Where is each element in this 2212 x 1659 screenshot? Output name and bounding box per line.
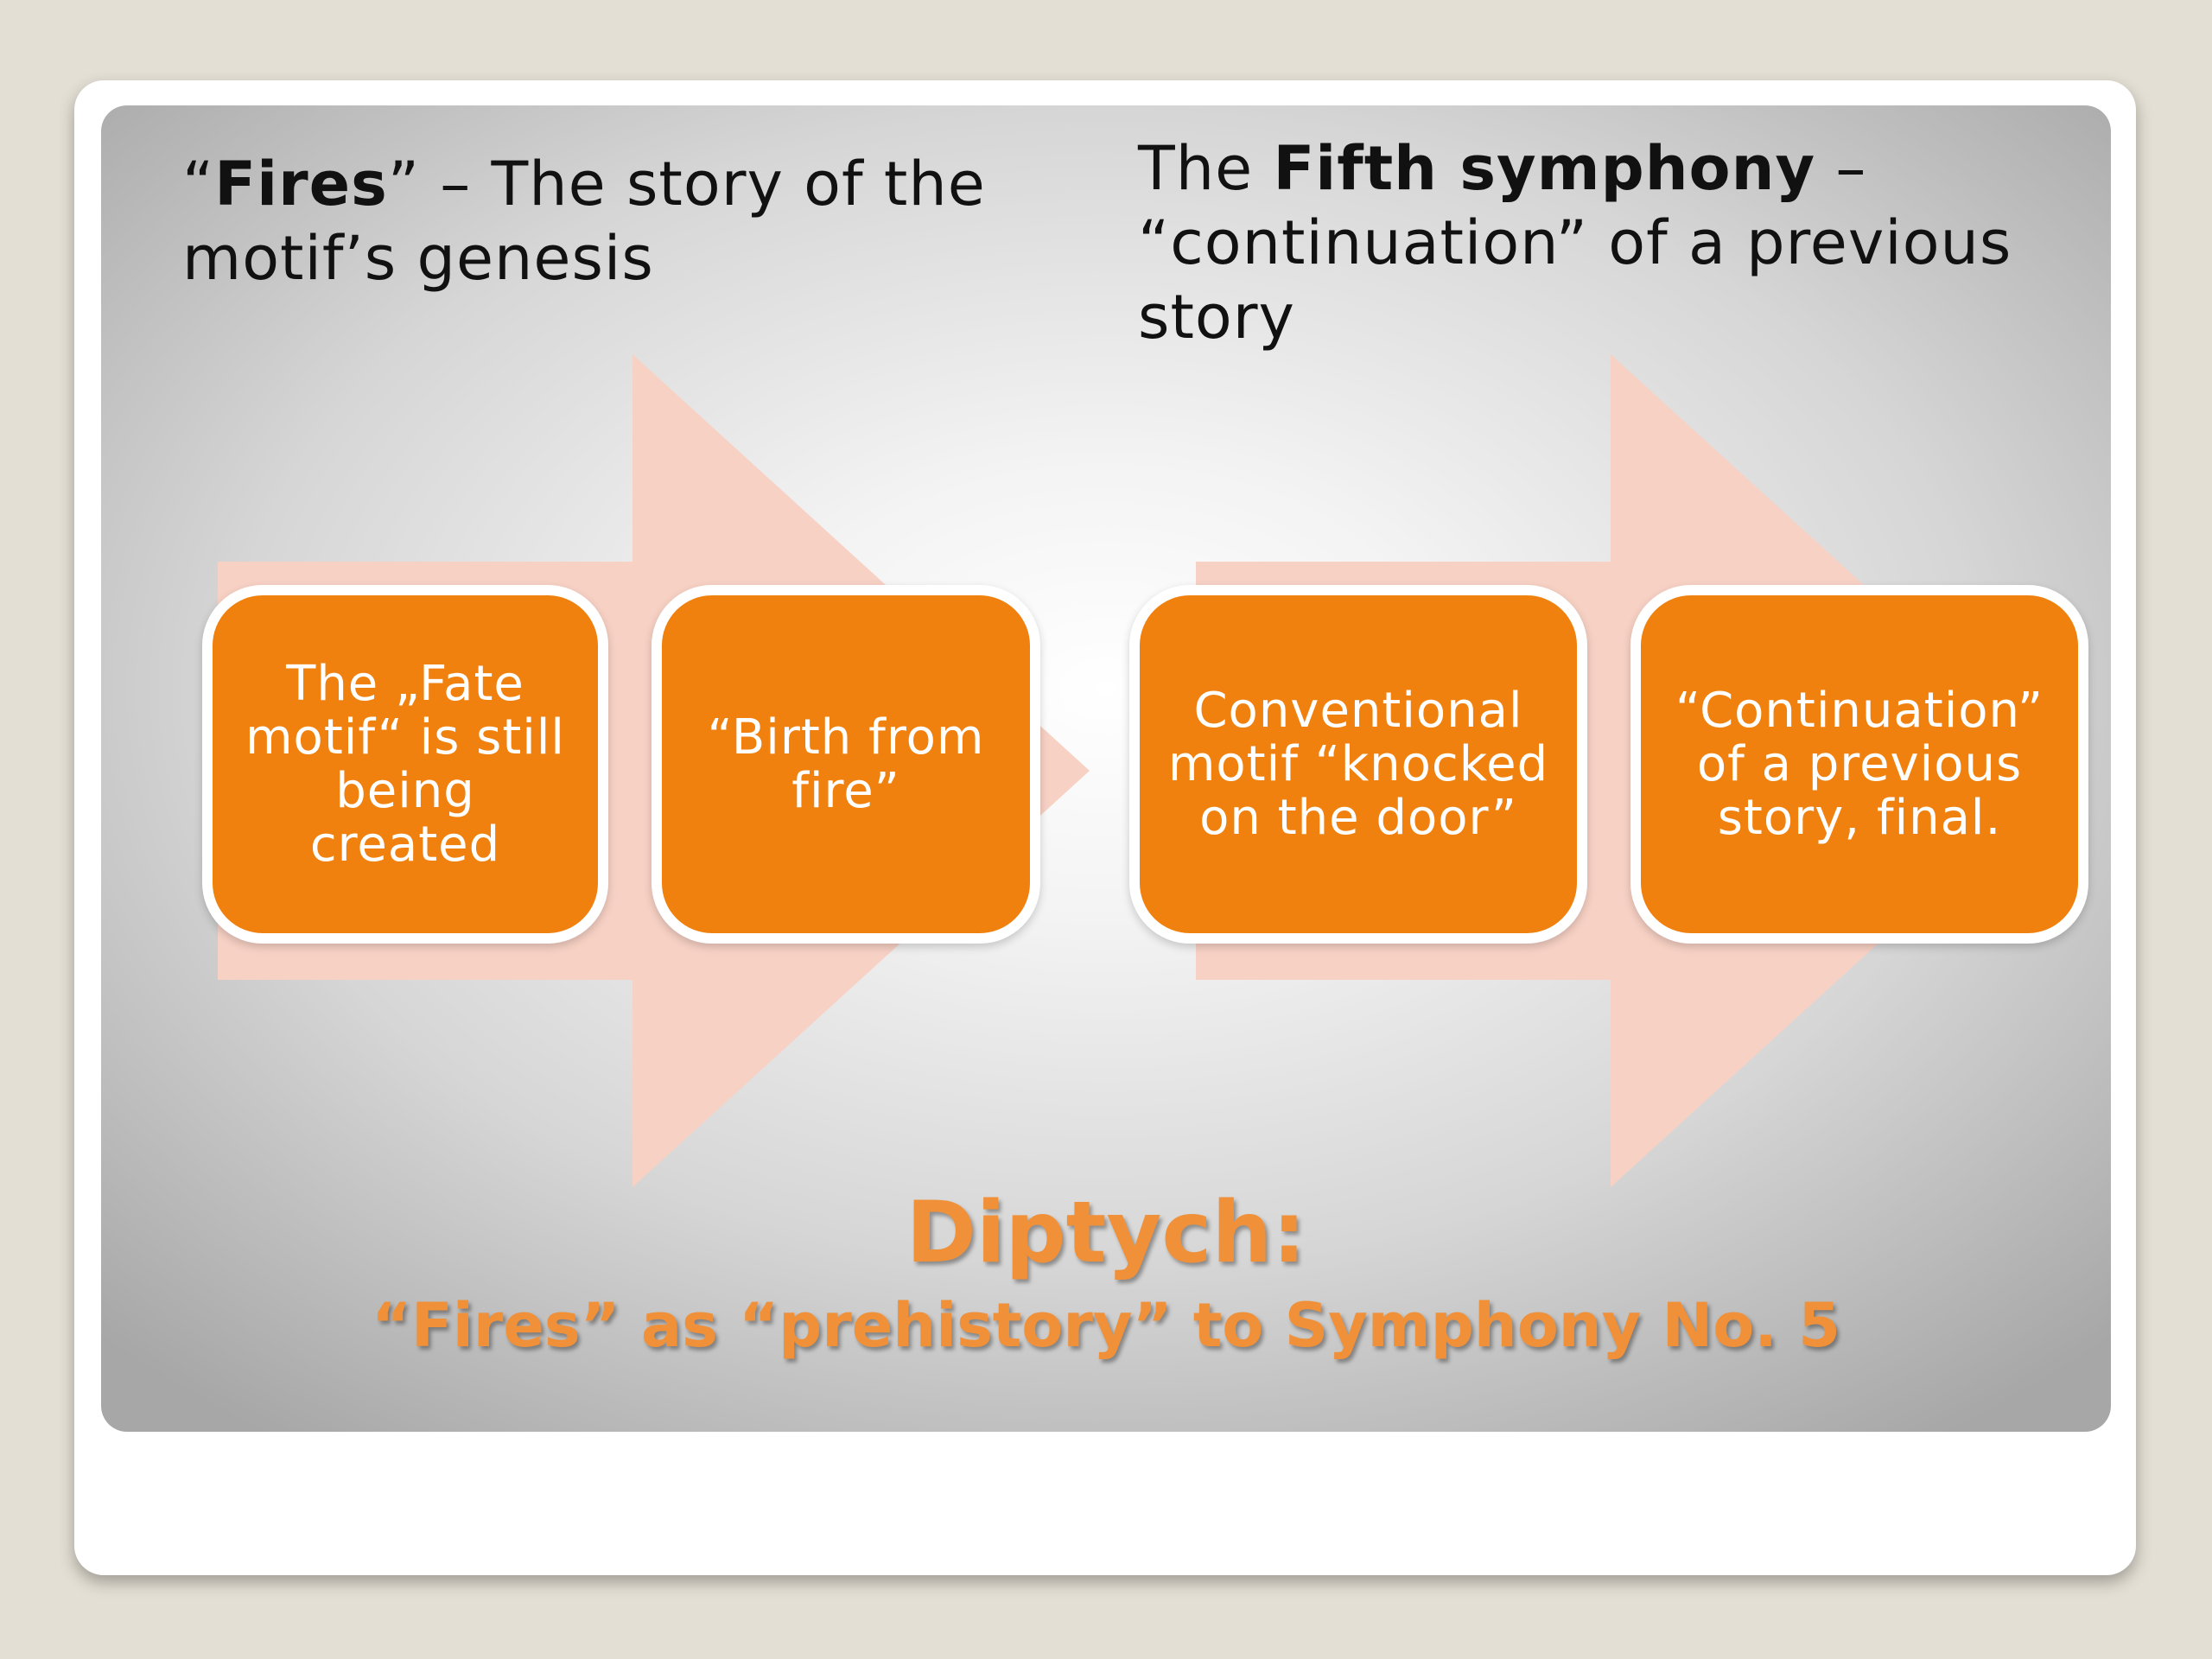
- heading-fifth-prefix: The: [1138, 133, 1274, 204]
- process-box-fate-motif: The „Fate motif“ is still being created: [202, 585, 608, 944]
- process-box-label: Conventional motif “knocked on the door”: [1167, 682, 1549, 846]
- process-box-birth-from-fire: “Birth from fire”: [652, 585, 1040, 944]
- heading-fires-bold: Fires: [214, 149, 388, 219]
- process-box-conventional-motif: Conventional motif “knocked on the door”: [1129, 585, 1587, 944]
- heading-fifth-rest: – “continuation” of a previous story: [1138, 133, 2012, 353]
- heading-fires: “Fires” – The story of the motif’s genes…: [182, 147, 1081, 296]
- diptych-subtitle: “Fires” as “prehistory” to Symphony No. …: [372, 1290, 1840, 1361]
- heading-fires-open-quote: “: [182, 149, 215, 219]
- diptych-title: Diptych:: [906, 1184, 1306, 1282]
- process-box-continuation: “Continuation” of a previous story, fina…: [1630, 585, 2088, 944]
- heading-fifth-symphony: The Fifth symphony – “continuation” of a…: [1138, 131, 2071, 354]
- slide-panel: “Fires” – The story of the motif’s genes…: [101, 105, 2111, 1432]
- process-box-label: “Continuation” of a previous story, fina…: [1675, 682, 2044, 846]
- heading-fifth-bold: Fifth symphony: [1273, 133, 1816, 204]
- heading-fires-rest: ” – The story of the motif’s genesis: [182, 149, 986, 294]
- process-box-label: “Birth from fire”: [707, 709, 985, 819]
- process-box-label: The „Fate motif“ is still being created: [245, 655, 565, 873]
